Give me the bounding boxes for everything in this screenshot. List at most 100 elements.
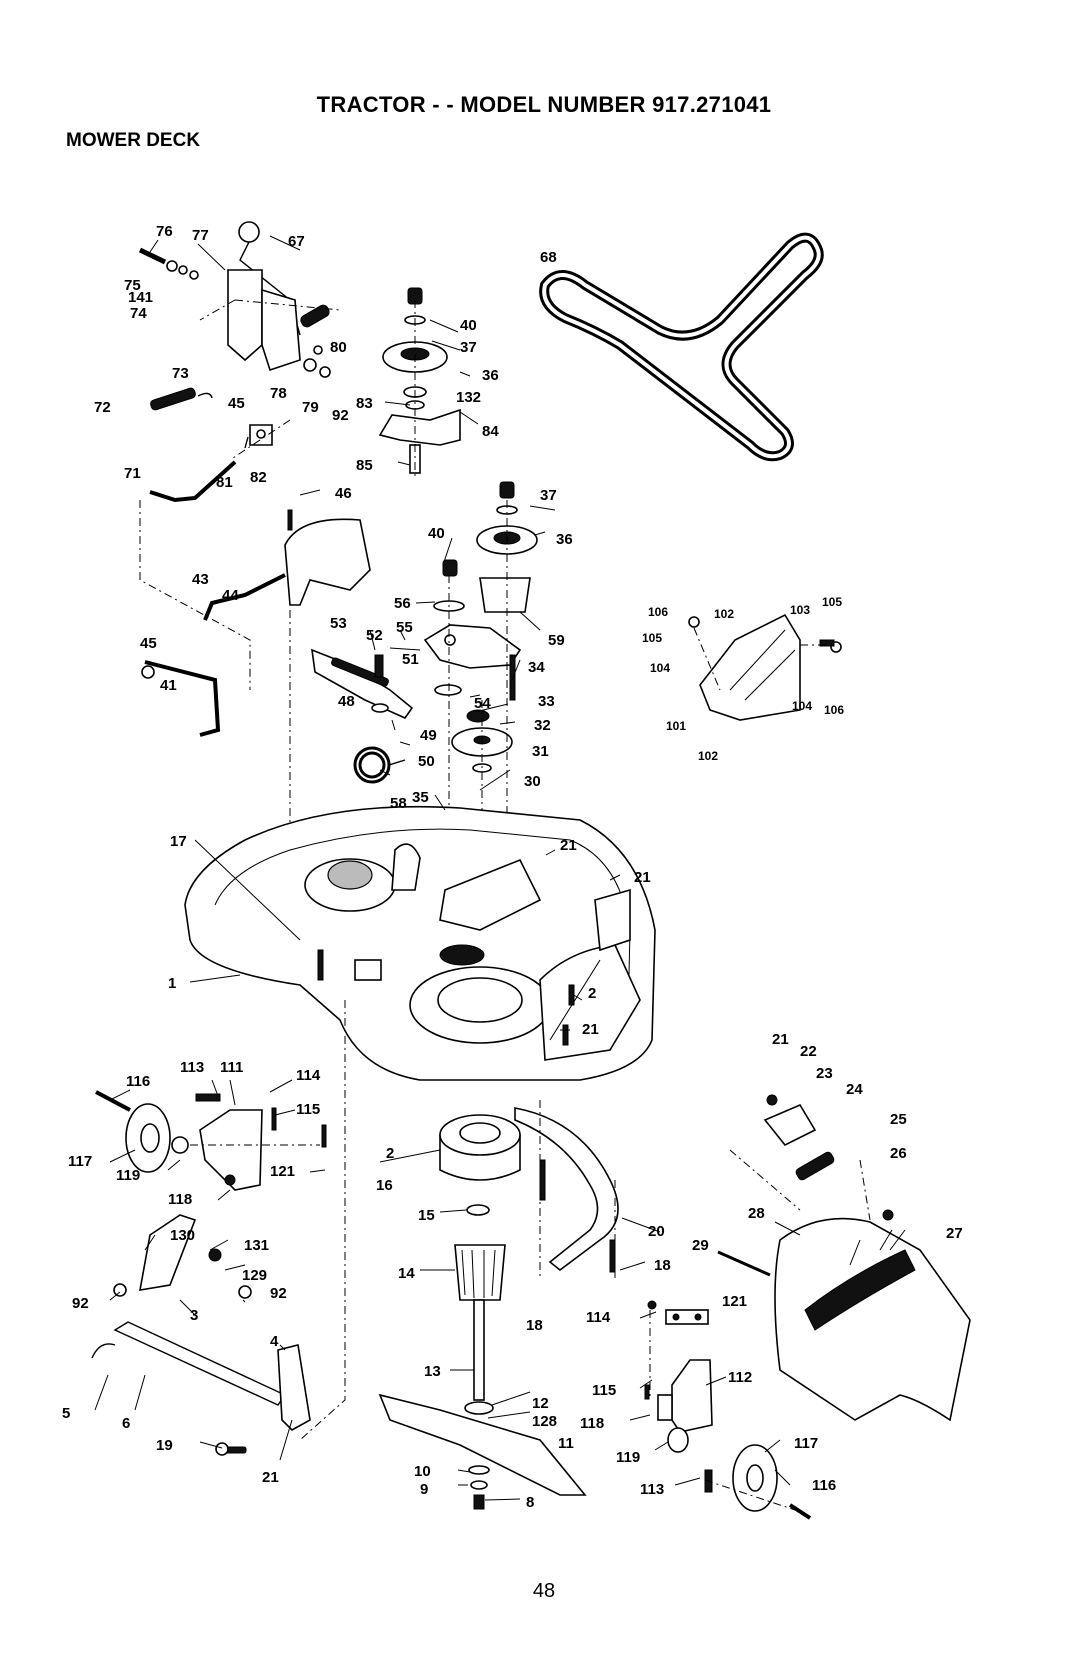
callout-1: 1 <box>168 975 176 992</box>
callout-116: 116 <box>126 1073 150 1090</box>
callout-25: 25 <box>890 1111 907 1128</box>
callout-129: 129 <box>242 1267 267 1284</box>
left-gauge-wheel-assembly <box>95 1090 327 1191</box>
callout-50: 50 <box>418 753 435 770</box>
callout-29: 29 <box>692 1237 709 1254</box>
callout-77: 77 <box>192 227 209 244</box>
lift-handle-assembly <box>138 221 341 503</box>
callout-21: 21 <box>634 869 651 886</box>
callout-102: 102 <box>714 607 734 621</box>
callout-43: 43 <box>192 571 209 588</box>
callout-54: 54 <box>474 695 491 712</box>
deck-hanger-tube <box>514 1100 619 1280</box>
callout-17: 17 <box>170 833 187 850</box>
callout-115: 115 <box>296 1101 320 1118</box>
callout-105: 105 <box>642 631 662 645</box>
callout-15: 15 <box>418 1207 435 1224</box>
discharge-chute-assembly <box>717 1094 971 1422</box>
callout-72: 72 <box>94 399 111 416</box>
callout-4: 4 <box>270 1333 279 1350</box>
callout-22: 22 <box>800 1043 817 1060</box>
callout-117: 117 <box>68 1153 92 1170</box>
callout-21: 21 <box>582 1021 599 1038</box>
callout-20: 20 <box>648 1223 665 1240</box>
callout-104: 104 <box>792 699 812 713</box>
callout-85: 85 <box>356 457 373 474</box>
callout-68: 68 <box>540 249 557 266</box>
callout-56: 56 <box>394 595 411 612</box>
callout-106: 106 <box>648 605 668 619</box>
callout-37: 37 <box>460 339 477 356</box>
callout-79: 79 <box>302 399 319 416</box>
callout-114: 114 <box>296 1067 321 1084</box>
callout-18: 18 <box>654 1257 671 1274</box>
callout-76: 76 <box>156 223 173 240</box>
callout-2: 2 <box>588 985 596 1002</box>
callout-105: 105 <box>822 595 842 609</box>
front-lift-links <box>91 1214 311 1456</box>
callout-34: 34 <box>528 659 545 676</box>
leader-lines <box>94 235 906 1501</box>
callout-131: 131 <box>244 1237 269 1254</box>
callout-106: 106 <box>824 703 844 717</box>
callout-6: 6 <box>122 1415 130 1432</box>
page-title: TRACTOR - - MODEL NUMBER 917.271041 <box>316 92 772 117</box>
callout-114: 114 <box>586 1309 611 1326</box>
callout-92: 92 <box>270 1285 287 1302</box>
callout-74: 74 <box>130 305 147 322</box>
callout-48: 48 <box>338 693 355 710</box>
callout-118: 118 <box>168 1191 192 1208</box>
mower-deck-housing <box>184 805 656 1441</box>
callout-45: 45 <box>228 395 245 412</box>
callout-9: 9 <box>420 1481 428 1498</box>
callout-116: 116 <box>812 1477 836 1494</box>
callout-45: 45 <box>140 635 157 652</box>
callout-82: 82 <box>250 469 267 486</box>
callout-46: 46 <box>335 485 352 502</box>
callout-2: 2 <box>386 1145 394 1162</box>
section-title: MOWER DECK <box>66 130 201 151</box>
blade-spindle-assembly <box>378 1114 587 1510</box>
callout-3: 3 <box>190 1307 198 1324</box>
callout-92: 92 <box>72 1295 89 1312</box>
callout-111: 111 <box>220 1059 243 1076</box>
idler-spring-assembly <box>311 648 414 784</box>
callout-52: 52 <box>366 627 383 644</box>
callout-31: 31 <box>532 743 549 760</box>
callout-80: 80 <box>330 339 347 356</box>
callout-14: 14 <box>398 1265 415 1282</box>
callout-40: 40 <box>428 525 445 542</box>
callout-75: 75 <box>124 277 141 294</box>
callout-40: 40 <box>460 317 477 334</box>
callout-35: 35 <box>412 789 429 806</box>
callout-18: 18 <box>526 1317 543 1334</box>
callout-53: 53 <box>330 615 347 632</box>
callout-59: 59 <box>548 632 565 649</box>
callout-119: 119 <box>616 1449 640 1466</box>
callout-113: 113 <box>640 1481 664 1498</box>
callout-16: 16 <box>376 1177 393 1194</box>
callout-10: 10 <box>414 1463 431 1480</box>
callout-84: 84 <box>482 423 499 440</box>
callout-132: 132 <box>456 389 481 406</box>
callout-58: 58 <box>390 795 407 812</box>
callout-51: 51 <box>402 651 419 668</box>
callout-21: 21 <box>560 837 577 854</box>
idler-arm-assembly <box>423 481 538 1000</box>
callout-12: 12 <box>532 1395 549 1412</box>
callout-121: 121 <box>722 1293 747 1310</box>
callout-5: 5 <box>62 1405 70 1422</box>
callout-83: 83 <box>356 395 373 412</box>
callout-130: 130 <box>170 1227 195 1244</box>
callout-112: 112 <box>728 1369 752 1386</box>
callout-28: 28 <box>748 1205 765 1222</box>
callout-78: 78 <box>270 385 287 402</box>
callout-67: 67 <box>288 233 305 250</box>
callout-19: 19 <box>156 1437 173 1454</box>
callout-26: 26 <box>890 1145 907 1162</box>
callout-13: 13 <box>424 1363 441 1380</box>
callout-44: 44 <box>222 587 239 604</box>
callout-36: 36 <box>556 531 573 548</box>
